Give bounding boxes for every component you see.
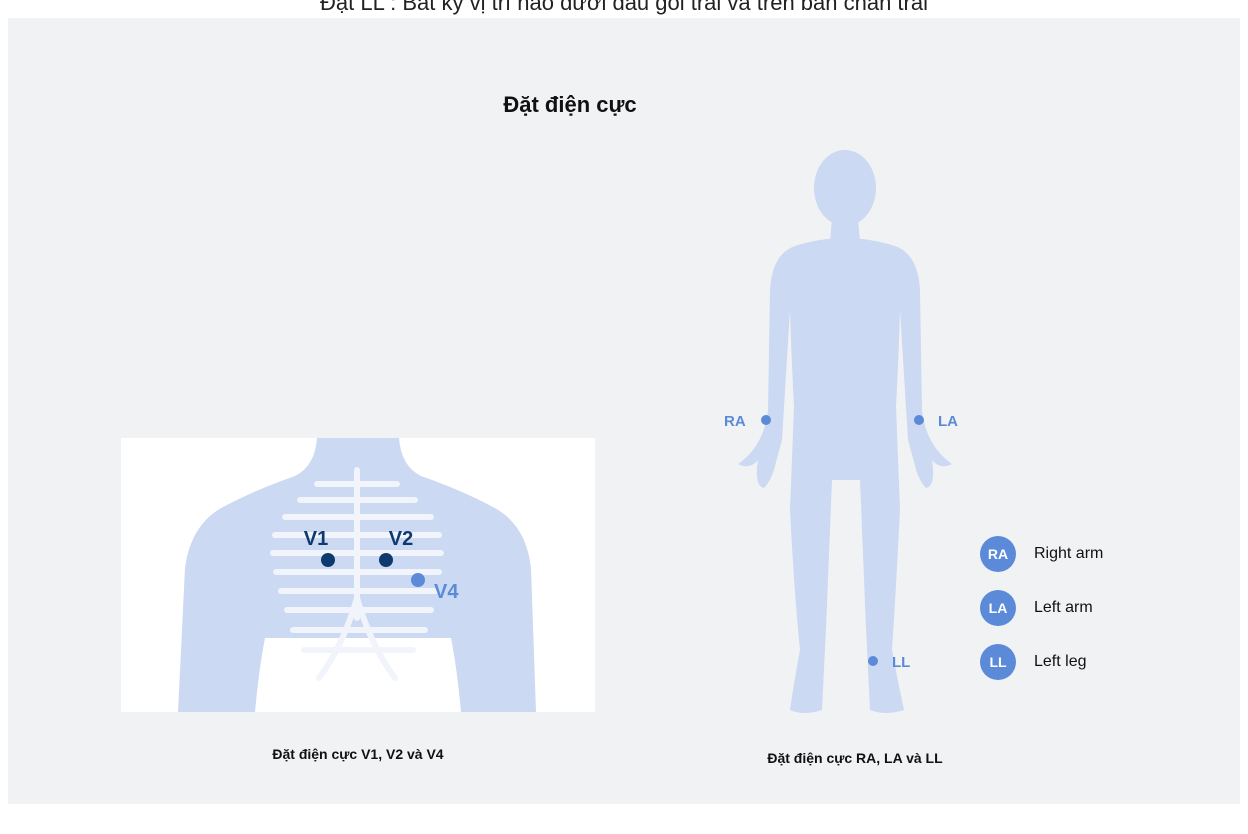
legend-badge-la: LA <box>980 590 1016 626</box>
v4-electrode <box>411 573 425 587</box>
legend-label-left-arm: Left arm <box>1034 599 1093 617</box>
v4-label: V4 <box>434 581 459 603</box>
legend-item-left-arm: LA Left arm <box>980 590 1160 626</box>
body-illustration: RA LA LL <box>700 150 990 730</box>
legend: RA Right arm LA Left arm LL Left leg <box>980 536 1160 698</box>
ll-electrode <box>868 656 878 666</box>
legend-label-left-leg: Left leg <box>1034 653 1086 671</box>
ra-electrode <box>761 415 771 425</box>
v1-electrode <box>321 553 335 567</box>
legend-item-left-leg: LL Left leg <box>980 644 1160 680</box>
body-caption: Đặt điện cực RA, LA và LL <box>680 750 1030 766</box>
top-caption: Đặt LL : Bất kỳ vị trí nào dưới đầu gối … <box>0 0 1248 14</box>
legend-badge-ra: RA <box>980 536 1016 572</box>
legend-item-right-arm: RA Right arm <box>980 536 1160 572</box>
legend-badge-ll: LL <box>980 644 1016 680</box>
legend-label-right-arm: Right arm <box>1034 545 1103 563</box>
la-label: LA <box>938 413 958 430</box>
la-electrode <box>914 415 924 425</box>
chest-caption: Đặt điện cực V1, V2 và V4 <box>150 746 566 762</box>
ll-label: LL <box>892 654 910 671</box>
v2-label: V2 <box>389 528 413 550</box>
v1-label: V1 <box>304 528 328 550</box>
ra-label: RA <box>724 413 746 430</box>
page-title: Đặt điện cực <box>470 92 670 118</box>
chest-diagram: V1 V2 V4 <box>121 438 595 712</box>
chest-illustration: V1 V2 V4 <box>121 438 595 712</box>
v2-electrode <box>379 553 393 567</box>
body-silhouette <box>738 150 952 713</box>
